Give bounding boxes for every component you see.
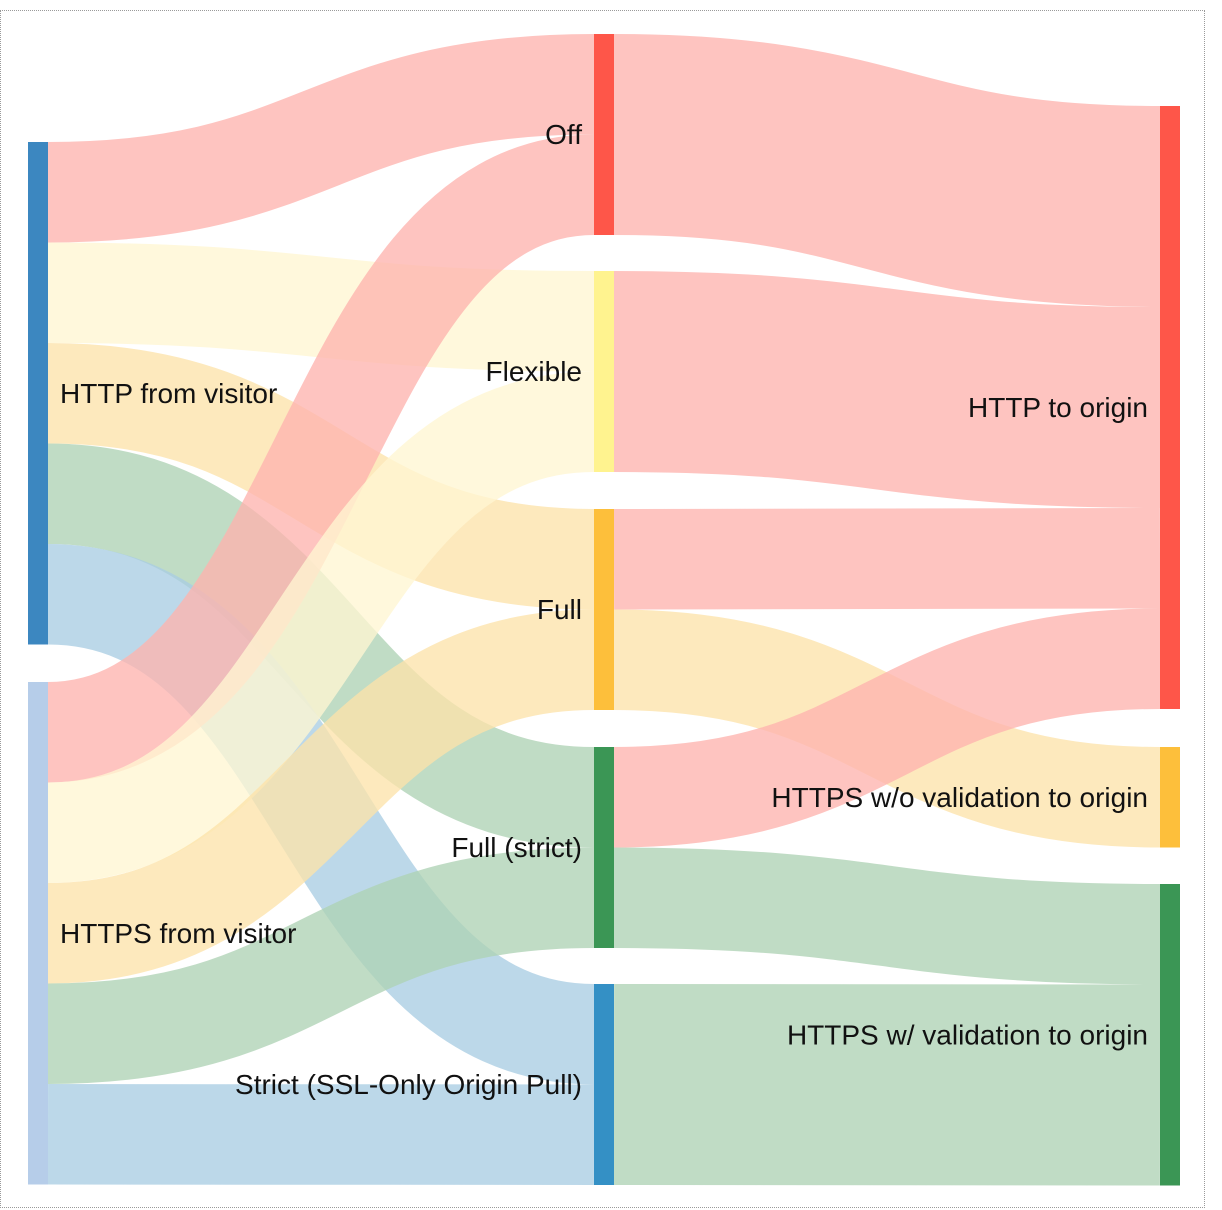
node-label-https-noval: HTTPS w/o validation to origin	[771, 782, 1148, 813]
link-https_visitor-to-full	[47, 609, 595, 984]
node-label-https-visitor: HTTPS from visitor	[60, 918, 296, 949]
node-full	[594, 509, 614, 710]
link-https_visitor-to-strict	[47, 1084, 595, 1185]
link-flexible-to-http_origin	[613, 271, 1161, 508]
node-flexible	[594, 271, 614, 472]
node-off	[594, 34, 614, 235]
link-full_strict-to-http_origin	[613, 608, 1161, 848]
node-label-http-visitor: HTTP from visitor	[60, 378, 277, 409]
diagram-frame	[0, 10, 1205, 1208]
link-off-to-http_origin	[613, 34, 1161, 307]
node-label-http-origin: HTTP to origin	[968, 392, 1148, 423]
node-https-val	[1160, 884, 1180, 1186]
node-label-off: Off	[545, 119, 582, 150]
link-full-to-http_origin	[613, 508, 1161, 610]
links-layer	[45, 34, 1161, 1186]
link-https_visitor-to-flexible	[46, 371, 596, 883]
node-strict	[594, 984, 614, 1185]
link-http_visitor-to-flexible	[47, 242, 595, 372]
link-http_visitor-to-off	[47, 34, 595, 243]
node-http-visitor	[28, 142, 48, 645]
node-label-https-val: HTTPS w/ validation to origin	[787, 1019, 1148, 1050]
link-strict-to-https_val	[613, 984, 1161, 1186]
node-http-origin	[1160, 106, 1180, 709]
node-label-strict: Strict (SSL-Only Origin Pull)	[235, 1069, 582, 1100]
link-https_visitor-to-off	[45, 134, 597, 783]
nodes-layer	[28, 34, 1180, 1186]
node-https-visitor	[28, 682, 48, 1185]
link-full_strict-to-https_val	[613, 847, 1161, 985]
node-label-full-strict: Full (strict)	[451, 832, 582, 863]
node-label-full: Full	[537, 594, 582, 625]
node-full-strict	[594, 747, 614, 948]
node-label-flexible: Flexible	[486, 356, 582, 387]
node-https-noval	[1160, 747, 1180, 848]
link-https_visitor-to-full_strict	[47, 847, 595, 1084]
